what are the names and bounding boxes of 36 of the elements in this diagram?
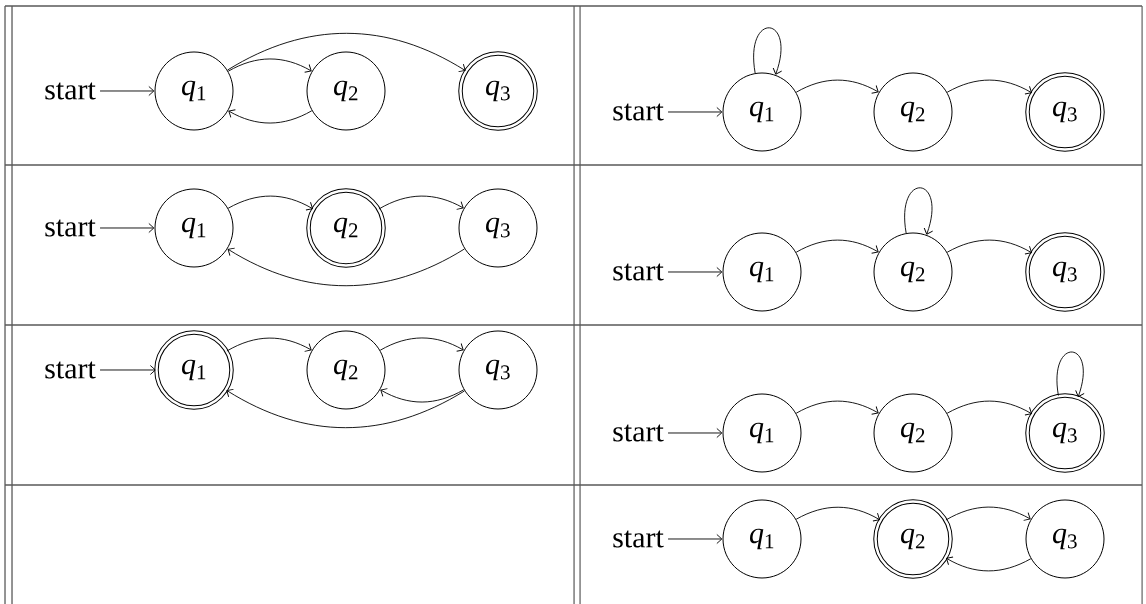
arrow: [946, 556, 1032, 572]
start-label: start: [45, 82, 96, 100]
arrow: [667, 107, 723, 117]
arrow: [227, 58, 312, 73]
arrow: [380, 388, 465, 403]
arrow: [227, 247, 465, 287]
arrow: [667, 428, 723, 438]
arrow: [1056, 351, 1085, 398]
arrow: [904, 187, 934, 235]
arrow: [795, 400, 879, 415]
arrow: [946, 239, 1032, 255]
arrow: [667, 267, 723, 277]
arrow: [379, 337, 464, 352]
arrow: [945, 506, 1031, 521]
arrow: [228, 109, 313, 124]
arrow: [99, 365, 156, 375]
arrow: [99, 86, 155, 96]
arrow: [946, 79, 1032, 95]
arrow: [795, 239, 879, 254]
arrow: [753, 27, 783, 75]
arrow: [99, 223, 155, 233]
arrow: [226, 337, 312, 352]
arrow: [226, 388, 465, 429]
start-label: start: [613, 263, 664, 281]
arrow: [946, 400, 1032, 416]
start-label: start: [613, 103, 664, 121]
arrow: [667, 534, 723, 544]
arrow: [795, 506, 880, 522]
start-label: start: [613, 424, 664, 442]
arrow: [227, 195, 313, 211]
start-label: start: [613, 530, 664, 548]
arrow: [227, 32, 466, 73]
arrow: [378, 195, 464, 210]
arrow: [795, 79, 879, 94]
start-label: start: [45, 361, 96, 379]
start-label: start: [45, 219, 96, 237]
